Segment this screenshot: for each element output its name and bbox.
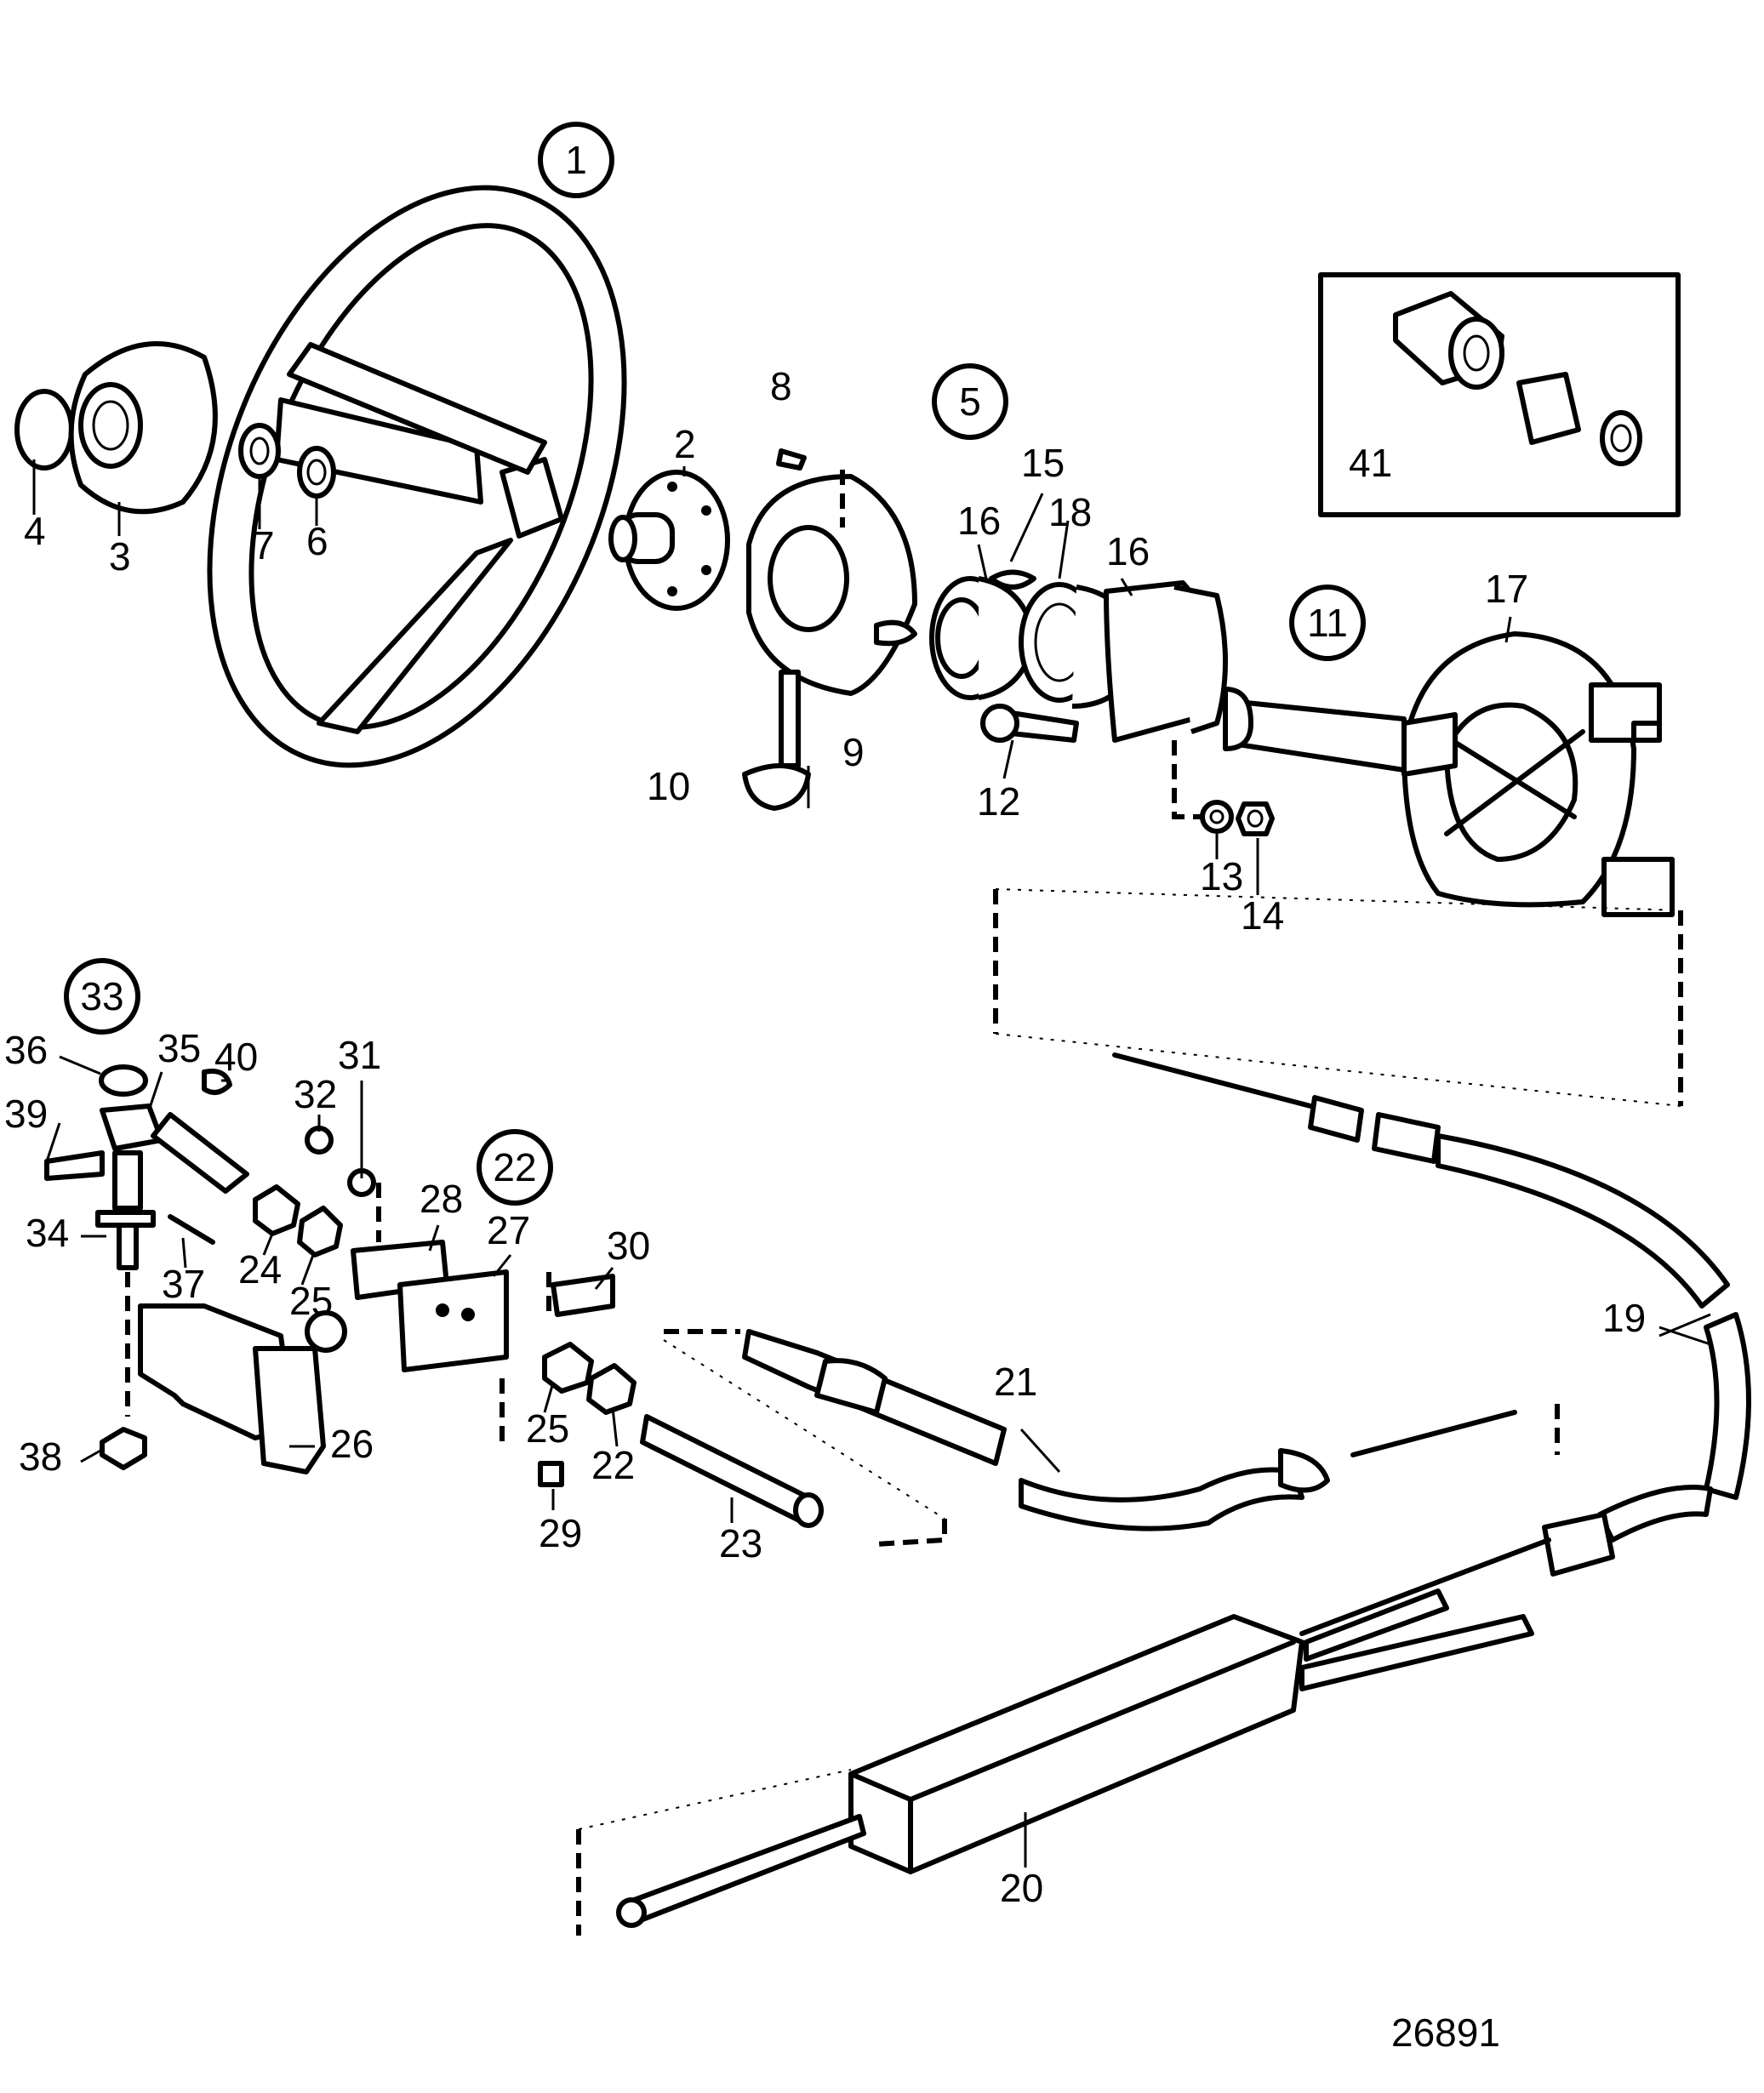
- cover-screw: [776, 448, 807, 470]
- steering-cable-tube: [616, 1588, 1534, 1928]
- label-39: 39: [4, 1092, 48, 1136]
- label-24: 24: [238, 1247, 282, 1292]
- label-25a: 25: [289, 1279, 333, 1323]
- label-10: 10: [647, 764, 690, 808]
- label-6: 6: [306, 519, 328, 563]
- label-15: 15: [1021, 441, 1065, 485]
- label-34: 34: [26, 1211, 69, 1255]
- leader-lines: [32, 459, 1711, 1868]
- label-16b: 16: [1106, 529, 1150, 573]
- label-3: 3: [109, 534, 131, 579]
- label-20: 20: [1000, 1866, 1043, 1910]
- helm-unit: [1223, 631, 1675, 917]
- label-circled-11: 11: [1307, 601, 1348, 645]
- label-30: 30: [607, 1223, 650, 1268]
- label-7: 7: [253, 523, 275, 567]
- label-36: 36: [4, 1028, 48, 1072]
- label-circled-33: 33: [80, 974, 123, 1018]
- label-25b: 25: [526, 1406, 569, 1451]
- hub-cap-assembly: [14, 341, 336, 515]
- inset-kit: [1318, 272, 1681, 517]
- label-41: 41: [1349, 441, 1392, 485]
- steering-wheel: [207, 185, 627, 768]
- label-28: 28: [420, 1177, 463, 1221]
- label-group: 1 5 11 22 33 2 3 4 6 7 8 9 10 12 13 14 1…: [4, 122, 1646, 2055]
- label-27: 27: [487, 1208, 530, 1252]
- label-18: 18: [1048, 490, 1092, 534]
- drawing-number: 26891: [1391, 2010, 1500, 2055]
- hub-cover: [742, 474, 917, 811]
- control-cable: [1112, 1052, 1751, 1636]
- label-21: 21: [994, 1360, 1037, 1404]
- label-35: 35: [157, 1026, 201, 1070]
- label-14: 14: [1241, 893, 1284, 938]
- label-40: 40: [214, 1035, 258, 1079]
- label-26: 26: [330, 1422, 374, 1466]
- clevis-assembly: [44, 1064, 249, 1470]
- label-17: 17: [1485, 567, 1528, 611]
- label-13: 13: [1200, 854, 1243, 898]
- label-29: 29: [539, 1511, 582, 1555]
- label-38: 38: [19, 1434, 62, 1479]
- label-16a: 16: [957, 499, 1001, 543]
- wheel-hub: [608, 470, 730, 611]
- label-22: 22: [591, 1443, 635, 1487]
- label-circled-22: 22: [493, 1145, 536, 1189]
- label-8: 8: [770, 364, 792, 408]
- label-4: 4: [24, 509, 46, 553]
- label-12: 12: [977, 779, 1020, 824]
- label-9: 9: [842, 730, 865, 774]
- bearing-assembly: [929, 569, 1228, 743]
- label-23: 23: [719, 1521, 762, 1565]
- label-circled-5: 5: [959, 379, 981, 424]
- label-37: 37: [162, 1262, 205, 1306]
- washer-nut: [1200, 800, 1275, 836]
- label-19: 19: [1602, 1296, 1646, 1340]
- label-2: 2: [674, 422, 696, 466]
- inner-cable: [640, 1329, 1517, 1531]
- engine-bracket: [138, 1126, 637, 1487]
- label-32: 32: [294, 1072, 337, 1116]
- label-31: 31: [338, 1033, 381, 1077]
- label-circled-1: 1: [565, 138, 587, 182]
